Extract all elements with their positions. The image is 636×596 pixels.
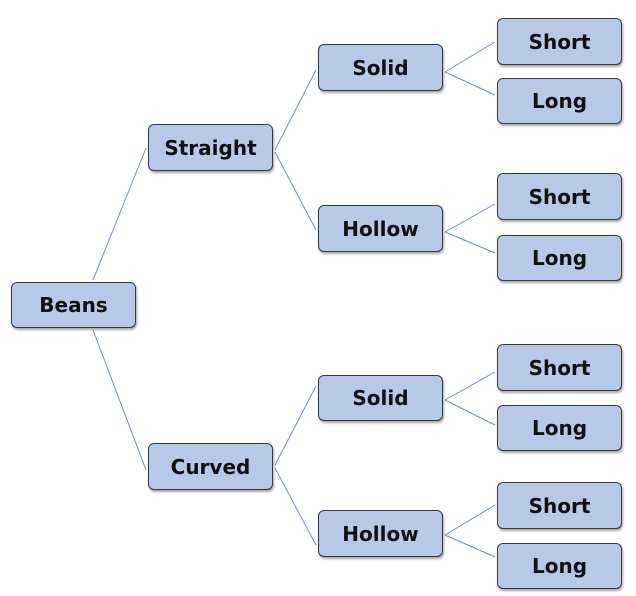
connector-line <box>274 69 317 151</box>
connector-line <box>444 534 496 558</box>
connector-line <box>444 371 496 401</box>
connector-line <box>274 151 317 231</box>
node-curved-solid-short: Short <box>497 344 622 391</box>
connector-line <box>444 231 496 254</box>
node-straight: Straight <box>148 124 273 171</box>
node-curved-hollow-long: Long <box>497 543 622 589</box>
connector-line <box>274 467 317 546</box>
connector-line <box>92 329 147 471</box>
connector-line <box>444 41 496 73</box>
node-beans: Beans <box>11 282 136 328</box>
connector-line <box>444 203 496 233</box>
node-curved-hollow: Hollow <box>318 510 443 557</box>
node-curved-hollow-short: Short <box>497 482 622 529</box>
node-straight-solid-short: Short <box>497 18 622 65</box>
node-straight-solid: Solid <box>318 44 443 91</box>
node-curved-solid: Solid <box>318 375 443 421</box>
node-straight-hollow: Hollow <box>318 205 443 252</box>
node-curved-solid-long: Long <box>497 405 622 451</box>
node-curved: Curved <box>148 443 273 490</box>
connector-line <box>274 385 317 466</box>
connector-line <box>444 399 496 426</box>
connector-line <box>92 147 147 281</box>
node-straight-hollow-short: Short <box>497 173 622 220</box>
connector-line <box>444 71 496 96</box>
connector-line <box>444 504 496 536</box>
node-straight-hollow-long: Long <box>497 235 622 281</box>
node-straight-solid-long: Long <box>497 78 622 124</box>
